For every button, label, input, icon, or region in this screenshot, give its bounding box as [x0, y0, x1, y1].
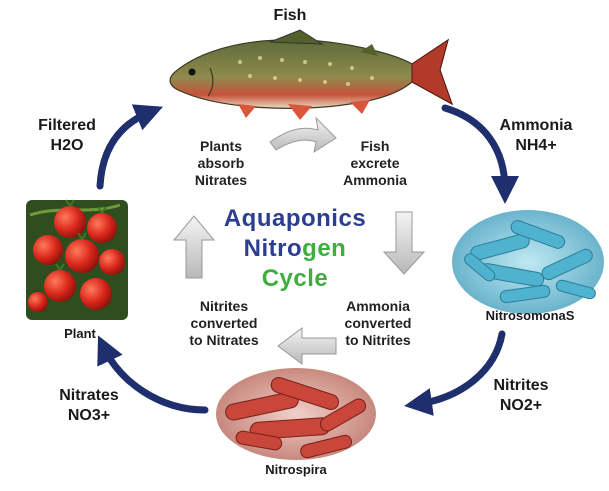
- fish-label: Fish: [250, 7, 330, 25]
- title-line-2: Nitrogen: [200, 234, 390, 264]
- plant-label: Plant: [50, 326, 110, 341]
- inner-arrow-top: [270, 118, 336, 152]
- plant-image: [26, 200, 128, 320]
- fish-excrete-ammonia-label: Fish excrete Ammonia: [330, 138, 420, 189]
- ammonia-nh4-label: Ammonia NH4+: [486, 116, 586, 156]
- nitrospira-label: Nitrospira: [246, 462, 346, 477]
- title-line-3: Cycle: [200, 264, 390, 294]
- nitrites-converted-label: Nitrites converted to Nitrates: [174, 298, 274, 349]
- nitrospira-image: [216, 368, 376, 460]
- fish-image: [170, 30, 452, 120]
- filtered-water-label: Filtered H2O: [22, 116, 112, 156]
- inner-arrow-right: [384, 212, 424, 274]
- plants-absorb-nitrates-label: Plants absorb Nitrates: [176, 138, 266, 189]
- ammonia-converted-label: Ammonia converted to Nitrites: [328, 298, 428, 349]
- nitrosomonas-label: NitrosomonaS: [470, 308, 590, 323]
- nitrosomonas-image: [452, 210, 604, 314]
- nitrites-no2-label: Nitrites NO2+: [476, 376, 566, 416]
- diagram-title: Aquaponics Nitrogen Cycle: [200, 204, 390, 294]
- title-line-1: Aquaponics: [200, 204, 390, 234]
- nitrates-no3-label: Nitrates NO3+: [44, 386, 134, 426]
